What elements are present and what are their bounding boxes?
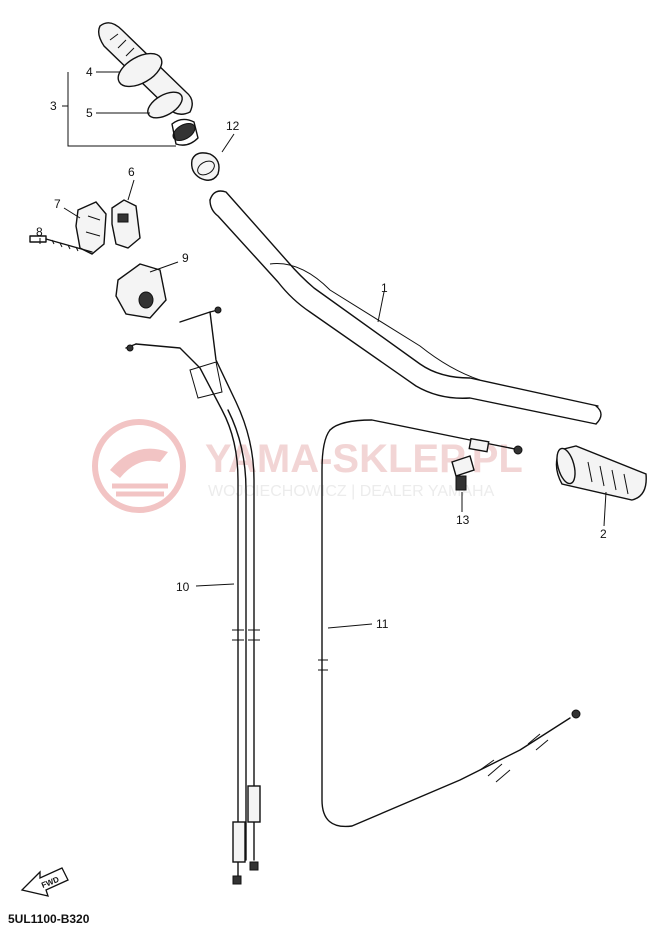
part-throttle-cables (125, 306, 261, 885)
leader-lines (39, 71, 607, 629)
diagram-code: 5UL1100-B320 (8, 912, 90, 926)
part-screw (29, 235, 93, 253)
callout-2: 2 (600, 527, 607, 541)
callout-11: 11 (376, 617, 389, 631)
callout-12: 12 (226, 119, 240, 133)
part-cable-adjuster (451, 455, 475, 491)
part-left-grip-assembly (97, 22, 199, 146)
part-holder-6 (111, 199, 141, 249)
part-throttle-housing (115, 263, 167, 319)
callout-4: 4 (86, 65, 93, 79)
callout-3: 3 (50, 99, 57, 113)
callout-6: 6 (128, 165, 135, 179)
callout-10: 10 (176, 580, 190, 594)
part-right-grip (555, 445, 647, 501)
fwd-arrow-icon: FWD (20, 867, 69, 897)
callout-5: 5 (86, 106, 93, 120)
part-holder-7 (75, 201, 107, 255)
callout-1: 1 (381, 281, 388, 295)
part-handlebar (209, 190, 602, 425)
callout-7: 7 (54, 197, 61, 211)
part-clutch-cable (318, 419, 581, 828)
part-bushing (190, 152, 220, 181)
callout-13: 13 (456, 513, 470, 527)
callout-8: 8 (36, 225, 43, 239)
watermark-subtitle: WOJCIECHOWICZ | DEALER YAMAHA (208, 483, 495, 500)
callout-9: 9 (182, 251, 189, 265)
watermark-logo-icon (92, 419, 186, 513)
